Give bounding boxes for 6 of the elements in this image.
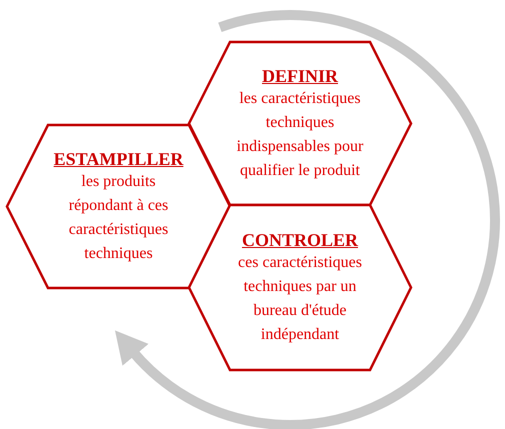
step-description: ces caractéristiques techniques par un bureau d'étude indépendant [237, 252, 363, 344]
step-title: ESTAMPILLER [54, 148, 184, 170]
step-title: CONTROLER [242, 228, 358, 250]
step-description: les caractéristiques techniques indispensables pour qualifier le produit [236, 88, 364, 180]
step-title: DEFINIR [262, 64, 338, 86]
step-description: les produits répondant à ces caractéristiques techniques [68, 172, 170, 264]
